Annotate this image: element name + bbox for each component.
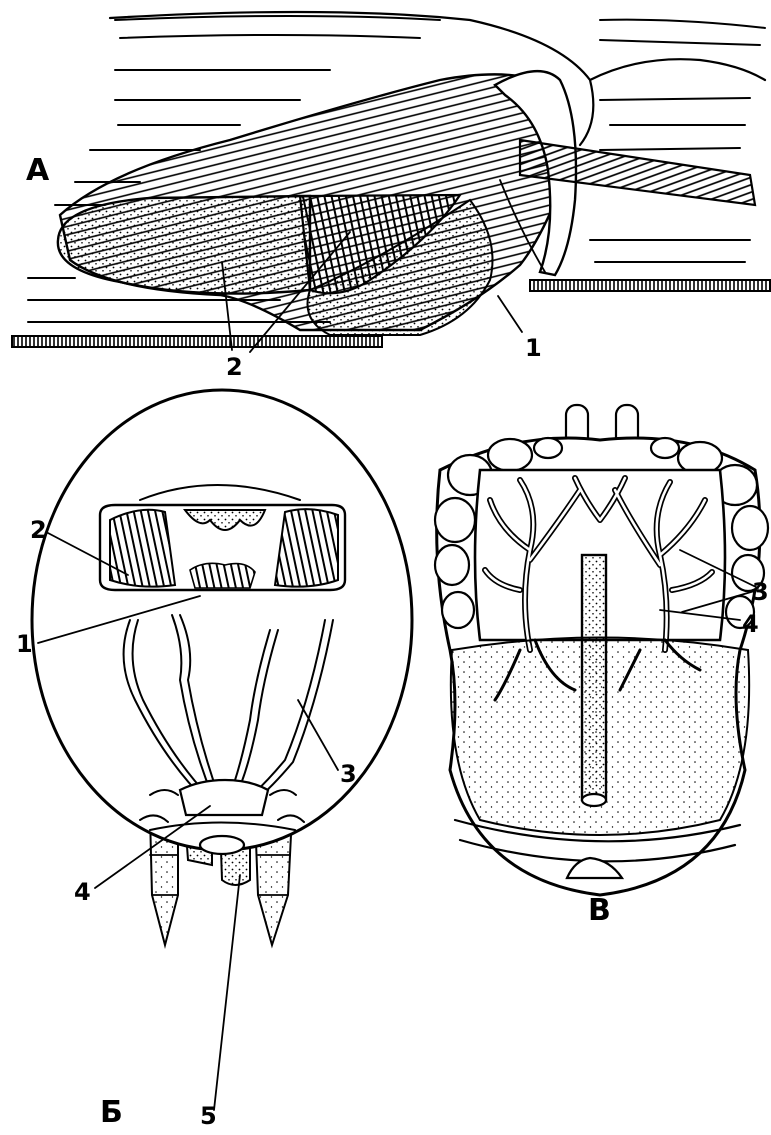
panel-b-muscle-right: [275, 509, 338, 587]
panel-b-label-3: 3: [340, 760, 357, 788]
panel-b-ovipore: [200, 836, 244, 854]
panel-v: В 3 4: [435, 405, 769, 928]
panel-v-label-4: 4: [742, 610, 759, 638]
panel-a-cuticle-right: [530, 280, 770, 291]
panel-a: А 1 2: [12, 12, 770, 381]
panel-a-cross-section: [58, 196, 310, 294]
panel-a-label-1: 1: [525, 334, 542, 362]
panel-v-gut: [582, 555, 606, 800]
panel-b-label-2: 2: [30, 516, 47, 544]
panel-b: Б 2 1 3 4 5: [16, 390, 412, 1130]
panel-b-ganglion: [180, 780, 268, 815]
panel-b-label-5: 5: [200, 1102, 217, 1130]
panel-a-cuticle-left: [12, 336, 382, 347]
panel-b-label-4: 4: [74, 878, 91, 906]
panel-b-label-1: 1: [16, 630, 33, 658]
panel-b-muscle-left: [110, 510, 175, 587]
panel-v-letter: В: [588, 893, 611, 928]
panel-v-label-3: 3: [752, 578, 769, 606]
panel-b-leader-5: [214, 875, 240, 1110]
panel-a-leader-1: [498, 296, 522, 332]
panel-b-central-base: [190, 563, 255, 588]
panel-a-letter: А: [26, 153, 50, 188]
panel-a-label-2: 2: [226, 353, 243, 381]
panel-b-letter: Б: [100, 1095, 123, 1130]
